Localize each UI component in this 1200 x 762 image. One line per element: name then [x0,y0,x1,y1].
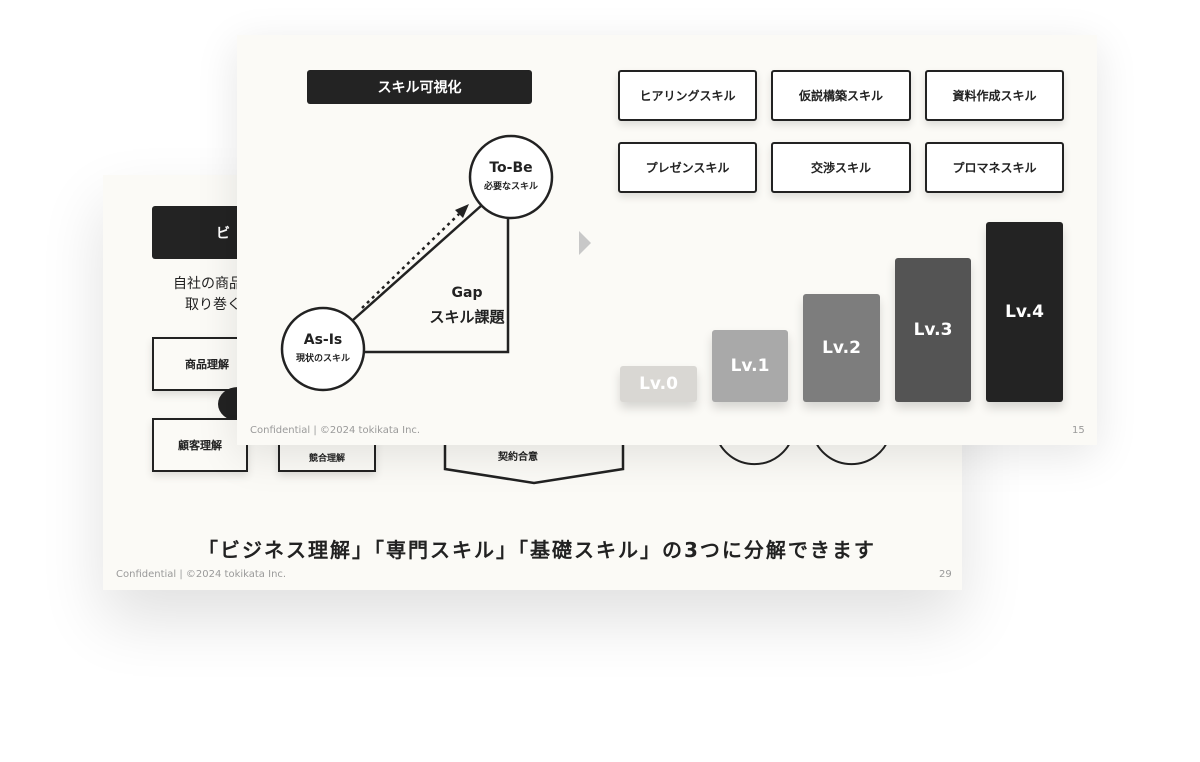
contract-arrow-shape [443,435,625,485]
level-bar-3: Lv.3 [895,258,971,402]
circle-shapes [715,435,891,466]
to-be-label: To-Be [489,160,533,176]
gap-label: Gap [451,285,483,301]
as-is-circle [280,306,366,392]
to-be-circle [468,134,554,220]
section-title: ビ [216,225,230,242]
dotted-arrow [361,213,460,309]
footer-copyright: Confidential | ©2024 tokikata Inc. [250,425,421,436]
level-bar-2: Lv.2 [803,294,880,402]
gap-diagram [280,134,554,392]
page-number: 15 [1072,425,1085,436]
footer-copyright: Confidential | ©2024 tokikata Inc. [116,569,287,580]
skill-hearing: ヒアリングスキル [618,70,757,121]
page-number: 29 [939,569,952,580]
as-is-label: As-Is [303,332,343,348]
description-line-2: 取り巻く [185,297,241,313]
skill-presentation: プレゼンスキル [618,142,757,193]
arrow-head-icon [455,204,469,218]
to-be-sub: 必要なスキル [483,182,538,192]
box-contract: 契約合意 [498,452,538,463]
headline: 「ビジネス理解」「専門スキル」「基礎スキル」の3つに分解できます [198,538,876,562]
skill-hypothesis: 仮説構築スキル [771,70,911,121]
gap-right-angle [365,219,510,354]
gap-sub: スキル課題 [429,308,505,326]
level-bar-0: Lv.0 [620,366,697,402]
skill-negotiation: 交渉スキル [771,142,911,193]
level-bar-4: Lv.4 [986,222,1063,402]
slide-title: スキル可視化 [307,70,532,104]
as-is-sub: 現状のスキル [295,354,350,364]
chevron-right-icon [579,231,591,255]
level-bar-1: Lv.1 [712,330,788,402]
gap-hypotenuse [352,204,483,321]
skill-project-management: プロマネスキル [925,142,1064,193]
description-line-1: 自社の商品 [173,276,243,292]
slide-15: スキル可視化 To-Be 必要なスキル As-Is 現状のスキル Gap スキル… [237,35,1097,445]
box-customer: 顧客理解 [152,418,248,472]
skill-documents: 資料作成スキル [925,70,1064,121]
